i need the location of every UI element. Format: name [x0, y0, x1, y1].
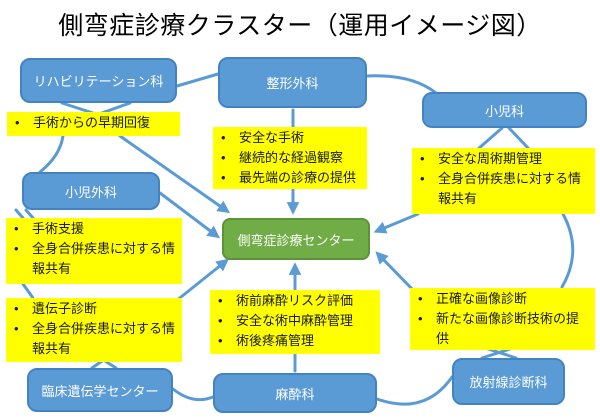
connector-anesthesiology-to-radiology: [375, 375, 454, 406]
connector-orthopedics-to-pediatrics: [365, 74, 438, 95]
note-list: 安全な手術 継続的な経過観察 最先端の診療の提供: [213, 128, 363, 188]
connector-pedsurgerynote-to-geneticsnote: [21, 282, 35, 300]
note-pediatric-surgery: 手術支援 全身合併疾患に対する情報共有: [6, 218, 182, 284]
dept-pediatric-surgery: 小児外科: [22, 172, 160, 210]
note-item: 安全な術中麻酔管理: [210, 311, 376, 331]
connector-genetics-to-note-a: [90, 359, 104, 370]
connector-pedsurgery-to-note-b: [24, 208, 35, 220]
note-item: 遺伝子診断: [6, 299, 178, 319]
note-rehabilitation: 手術からの早期回復: [7, 112, 180, 136]
dept-pediatric-surgery-label: 小児外科: [64, 184, 117, 200]
note-orthopedics: 安全な手術 継続的な経過観察 最先端の診療の提供: [213, 127, 367, 189]
arrow-radiologynote-to-center: [375, 251, 416, 293]
scoliosis-center-node: 側弯症診療センター: [222, 218, 370, 260]
note-list: 正確な画像診断 新たな画像診断技術の提供: [410, 289, 591, 349]
note-item: 安全な手術: [213, 128, 363, 148]
connector-pedsurgery-to-note-a: [14, 208, 25, 220]
note-item: 手術支援: [6, 219, 178, 239]
connector-pedianote-to-radiologynote: [560, 212, 575, 289]
note-item: 全身合併疾患に対する情報共有: [6, 239, 178, 279]
note-item: 手術からの早期回復: [7, 113, 176, 133]
note-list: 手術からの早期回復: [7, 113, 176, 133]
dept-orthopedics: 整形外科: [218, 57, 367, 108]
note-genetics: 遺伝子診断 全身合併疾患に対する情報共有: [6, 298, 182, 362]
note-item: 新たな画像診断技術の提供: [410, 309, 591, 349]
note-item: 術前麻酔リスク評価: [210, 291, 376, 311]
note-list: 手術支援 全身合併疾患に対する情報共有: [6, 219, 178, 279]
note-anesthesiology: 術前麻酔リスク評価 安全な術中麻酔管理 術後疼痛管理: [210, 290, 380, 354]
note-item: 継続的な経過観察: [213, 148, 363, 168]
scoliosis-center-label: 側弯症診療センター: [237, 232, 355, 248]
dept-rehabilitation: リハビリテーション科: [20, 58, 177, 103]
dept-orthopedics-label: 整形外科: [266, 76, 319, 91]
arrow-geneticsnote-to-center: [174, 258, 229, 303]
note-item: 最先端の診療の提供: [213, 168, 363, 188]
dept-clinical-genetics-label: 臨床遺伝学センター: [41, 383, 159, 399]
note-item: 安全な周術期管理: [412, 149, 591, 169]
note-item: 全身合併疾患に対する情報共有: [6, 319, 178, 359]
arrow-pedianote-to-center: [373, 212, 420, 234]
note-radiology: 正確な画像診断 新たな画像診断技術の提供: [410, 288, 595, 350]
note-item: 術後疼痛管理: [210, 331, 376, 351]
dept-pediatrics: 小児科: [422, 92, 587, 128]
connector-genetics-to-note-b: [103, 359, 118, 370]
dept-pediatrics-label: 小児科: [484, 103, 524, 119]
arrow-rehabnote-to-center: [118, 134, 231, 214]
dept-anesthesiology: 麻酔科: [213, 373, 377, 413]
dept-clinical-genetics: 臨床遺伝学センター: [27, 368, 173, 412]
note-item: 正確な画像診断: [410, 289, 591, 309]
arrow-pedsurgery-to-center: [158, 191, 221, 239]
note-item: 全身合併疾患に対する情報共有: [412, 169, 591, 209]
note-pediatrics: 安全な周術期管理 全身合併疾患に対する情報共有: [412, 148, 595, 214]
dept-anesthesiology-label: 麻酔科: [275, 386, 315, 402]
dept-radiology: 放射線診断科: [452, 358, 565, 405]
page-title: 側弯症診療クラスター（運用イメージ図）: [58, 12, 542, 40]
note-list: 安全な周術期管理 全身合併疾患に対する情報共有: [412, 149, 591, 209]
connector-pediatrics-to-note-b: [507, 126, 531, 151]
note-list: 術前麻酔リスク評価 安全な術中麻酔管理 術後疼痛管理: [210, 291, 376, 351]
dept-rehabilitation-label: リハビリテーション科: [33, 74, 164, 89]
note-list: 遺伝子診断 全身合併疾患に対する情報共有: [6, 299, 178, 359]
connector-rehabnote-to-pedsurgery: [38, 134, 65, 174]
connector-rehab-to-orthopedics: [175, 72, 220, 88]
connector-pediatrics-to-note-a: [476, 126, 504, 151]
dept-radiology-label: 放射線診断科: [469, 375, 548, 390]
connector-genetics-to-anesthesiology: [171, 387, 215, 402]
